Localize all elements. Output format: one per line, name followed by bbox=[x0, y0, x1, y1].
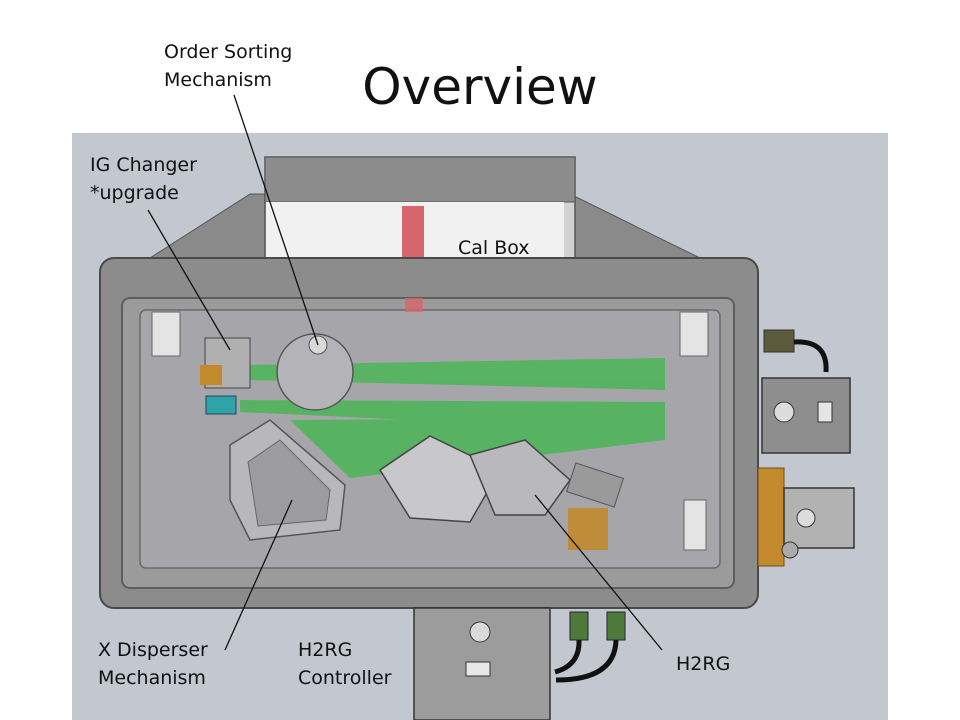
right-brass-plate bbox=[757, 467, 785, 567]
label-order-sorting-mechanism: Order Sorting Mechanism bbox=[164, 41, 293, 91]
label-h2rg-controller: H2RG Controller bbox=[298, 639, 392, 689]
h2rg-camera bbox=[378, 435, 502, 523]
brass-bracket bbox=[568, 508, 608, 550]
right-connector bbox=[763, 329, 795, 353]
order-sorting-wheel bbox=[276, 333, 354, 411]
cal-box-cap bbox=[264, 156, 576, 203]
label-h2rg: H2RG bbox=[676, 653, 731, 675]
label-ig-changer: IG Changer *upgrade bbox=[90, 154, 197, 204]
cal-beam-lower bbox=[405, 298, 423, 312]
slide-title: Overview bbox=[362, 58, 598, 116]
label-cal-box: Cal Box bbox=[458, 237, 530, 259]
right-lower-box bbox=[783, 487, 855, 549]
label-x-disperser-mechanism: X Disperser Mechanism bbox=[98, 639, 208, 689]
light-paths bbox=[240, 358, 665, 478]
cable-connectors bbox=[554, 611, 626, 683]
corner-blocks bbox=[151, 311, 709, 551]
leader-lines bbox=[147, 94, 663, 651]
cyan-optic bbox=[205, 395, 237, 415]
